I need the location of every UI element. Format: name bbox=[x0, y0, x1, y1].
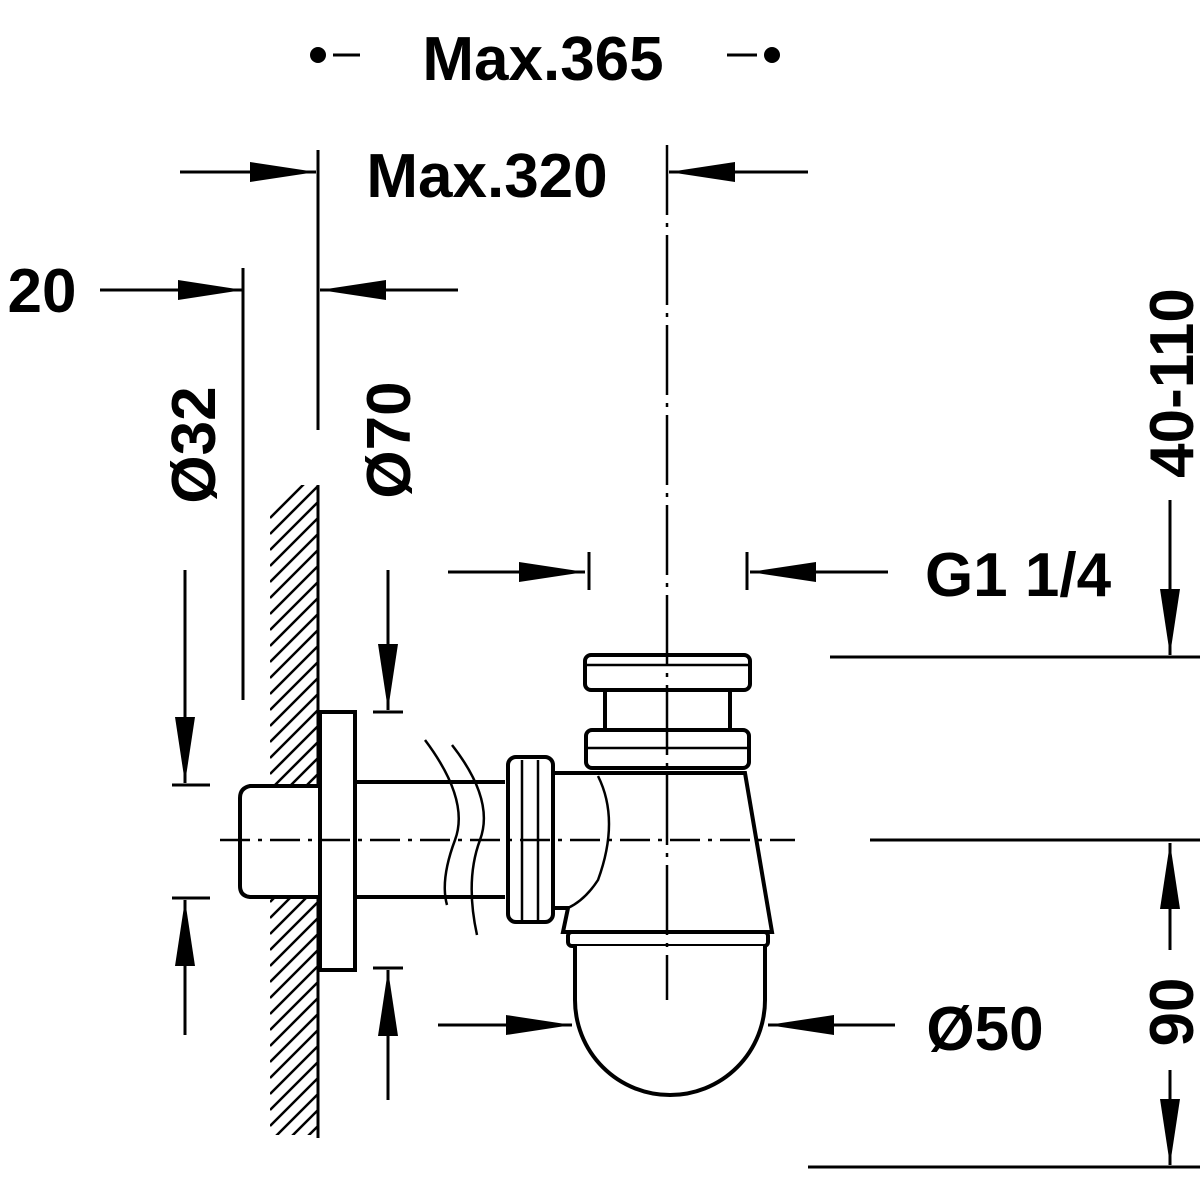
dimension-dia-50: Ø50 bbox=[438, 995, 1044, 1064]
dimension-90: 90 bbox=[808, 838, 1200, 1169]
break-marks bbox=[423, 739, 486, 936]
trap-body bbox=[551, 771, 775, 934]
height-90-label: 90 bbox=[1138, 978, 1200, 1047]
max-365-label: Max.365 bbox=[422, 25, 663, 94]
dia-32-label: Ø32 bbox=[160, 386, 229, 503]
dia-50-label: Ø50 bbox=[926, 995, 1043, 1064]
dimension-height-range: 40-110 bbox=[830, 288, 1200, 659]
dimension-max-365: Max.365 bbox=[310, 25, 780, 94]
dimension-max-320: Max.320 bbox=[180, 142, 808, 430]
bottle bbox=[573, 946, 767, 1097]
max-320-label: Max.320 bbox=[366, 142, 607, 211]
dim-20-label: 20 bbox=[8, 257, 77, 326]
dimension-dia-32: Ø32 bbox=[160, 386, 229, 1035]
outlet-pipe bbox=[355, 780, 505, 899]
dimension-dia-70: Ø70 bbox=[355, 381, 424, 1100]
thread-label: G1 1/4 bbox=[925, 541, 1112, 610]
dimension-thread: G1 1/4 bbox=[448, 541, 1112, 610]
dia-70-label: Ø70 bbox=[355, 381, 424, 498]
height-range-label: 40-110 bbox=[1138, 288, 1200, 478]
dimension-20: 20 bbox=[8, 257, 458, 700]
wall-stub bbox=[238, 784, 318, 899]
